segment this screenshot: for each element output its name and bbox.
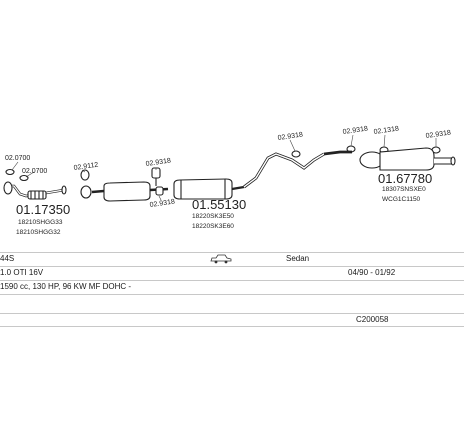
hanger-mid-2[interactable]	[155, 186, 164, 196]
ref-label-9: 02.9318	[425, 130, 451, 140]
ref-label-3: 02.9112	[73, 162, 99, 172]
gasket-front-1[interactable]	[5, 168, 15, 176]
gasket-mid-front[interactable]	[80, 185, 92, 199]
ref-label-5: 02.9318	[149, 199, 175, 209]
part-number-2: 01.55130	[192, 197, 246, 212]
ref-label-2: 02.0700	[22, 168, 47, 175]
hanger-rear-1[interactable]	[291, 150, 301, 158]
part-number-3: 01.67780	[378, 171, 432, 186]
ref-label-8: 02.1318	[373, 126, 399, 136]
part-rear-silencer[interactable]	[323, 147, 456, 171]
ref-label-7: 02.9318	[342, 126, 368, 136]
part-code-3b: WCG1C1150	[382, 196, 421, 203]
vehicle-body: Sedan	[286, 254, 310, 263]
ref-label-4: 02.9318	[145, 158, 171, 168]
vehicle-model: 44S	[0, 254, 15, 263]
hanger-mid-1[interactable]	[151, 167, 161, 186]
part-code-2a: 18220SK3E50	[192, 213, 234, 220]
clamp-front[interactable]	[80, 169, 90, 181]
vehicle-spec: 1590 cc, 130 HP, 96 KW MF DOHC -	[0, 282, 132, 291]
part-code-3a: 18307SNSXE0	[382, 186, 426, 193]
intermediate-pipe[interactable]	[243, 152, 325, 189]
part-number-1: 01.17350	[16, 202, 70, 217]
vehicle-period: 04/90 - 01/92	[348, 268, 396, 277]
vehicle-row-model: 44S Sedan	[0, 252, 464, 265]
part-code-1a: 18210SHGG33	[18, 219, 63, 226]
vehicle-row-empty	[0, 294, 464, 307]
vehicle-row-code: C200058	[0, 313, 464, 327]
ref-label-1: 02.0700	[5, 155, 30, 162]
part-middle-silencer[interactable]	[91, 178, 245, 202]
part-code-1b: 18210SHGG32	[16, 229, 61, 236]
part-code-2b: 18220SK3E60	[192, 223, 234, 230]
vehicle-engine: 1.0 OTI 16V	[0, 268, 44, 277]
part-front-pipe[interactable]	[3, 181, 67, 200]
vehicle-row-engine: 1.0 OTI 16V 04/90 - 01/92	[0, 266, 464, 279]
car-sedan-icon	[210, 254, 232, 268]
vehicle-code: C200058	[356, 315, 389, 324]
vehicle-row-spec: 1590 cc, 130 HP, 96 KW MF DOHC -	[0, 280, 464, 293]
ref-label-6: 02.9318	[277, 132, 303, 142]
